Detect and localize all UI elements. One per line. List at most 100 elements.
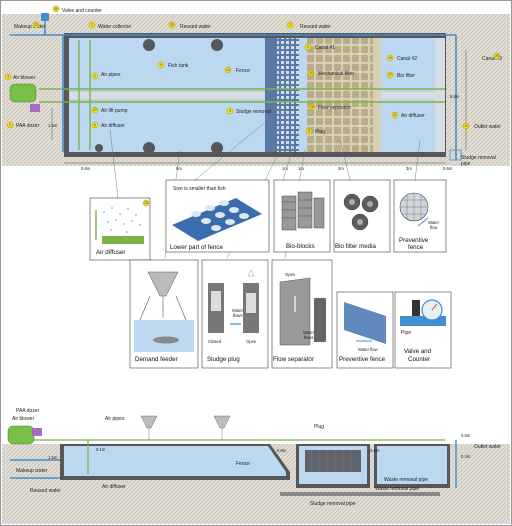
- callout-badge: 3: [226, 107, 234, 115]
- air-pipes: [39, 40, 445, 150]
- label-air-lift: Air lift pump: [101, 108, 128, 114]
- callout-badge: 14: [224, 66, 232, 74]
- label-water-collector: Water collector: [98, 24, 131, 30]
- svg-text:25: 25: [495, 54, 499, 58]
- caption-bio-media: Bio filter media: [335, 243, 376, 250]
- callout-badge: 9: [157, 61, 165, 69]
- callout-badge: 25: [493, 52, 501, 60]
- label-canal2: Canal #2: [397, 56, 417, 62]
- caption-preventive-fence: Preventive fence: [339, 356, 386, 363]
- dim-3m-a: 3m: [338, 166, 344, 171]
- caption-air-diffuser: Air diffuser: [96, 249, 125, 256]
- svg-text:11: 11: [393, 113, 397, 117]
- bottom-label-waste-pipe-b: Waste removal pipe: [375, 486, 419, 492]
- panel-preventive: Water flow Preventive fence: [393, 179, 447, 253]
- caption-valve-counter-2: Counter: [408, 356, 430, 363]
- svg-text:23: 23: [144, 201, 148, 205]
- bottom-label-sludge-pipe: Sludge removal pipe: [310, 501, 356, 507]
- callout-badge: 6: [91, 121, 99, 129]
- caption-fence-note: Size is smaller than fish: [173, 186, 226, 192]
- label-canal1: Canal #1: [315, 45, 335, 51]
- caption-bio-blocks: Bio-blocks: [286, 243, 315, 250]
- bottom-dim-0-6m-c: 0.6m: [461, 433, 471, 438]
- svg-text:2: 2: [289, 23, 291, 27]
- callout-badge: 22: [168, 21, 176, 29]
- panel-valve-counter: Pipe Valve and Counter: [394, 291, 452, 369]
- callout-badge: 2: [286, 21, 294, 29]
- top-plan-view: Valve and counter Makeup water Water col…: [2, 8, 510, 171]
- bottom-dim-0-6m-a: 0.6m: [277, 448, 287, 453]
- dim-9m: 9m: [176, 166, 182, 171]
- panel-demand-feeder: Demand feeder: [129, 259, 199, 369]
- svg-text:27: 27: [93, 108, 97, 112]
- bottom-side-view: PAA dozer Air blower Air pipes Makeup wa…: [2, 408, 510, 524]
- svg-text:17: 17: [388, 73, 392, 77]
- label-mech-filter: Mechanical filter: [318, 71, 354, 77]
- callout-badge: 22: [32, 21, 40, 29]
- callout-badge: 10: [307, 69, 315, 77]
- svg-text:5: 5: [9, 123, 11, 127]
- dim-3m-b: 3m: [406, 166, 412, 171]
- label-flow-separator: Flow separator: [318, 105, 351, 111]
- drain-circles: [95, 39, 223, 154]
- panel-sludge-plug: Water flows Closed Open Sludge plug: [201, 259, 269, 369]
- callout-badge: 17: [386, 71, 394, 79]
- svg-text:12: 12: [464, 124, 468, 128]
- bottom-label-fence: Fence: [236, 461, 250, 467]
- label-sludge-pipe-1: Sludge removal: [461, 155, 496, 161]
- bottom-label-air-diffuser: Air diffuser: [102, 484, 126, 490]
- svg-text:6: 6: [94, 123, 96, 127]
- label-water-flow-c: Water flow: [358, 347, 379, 352]
- svg-text:20: 20: [54, 7, 58, 11]
- callout-badge: 1: [88, 21, 96, 29]
- label-open-sep: Open: [285, 272, 296, 277]
- bottom-label-makeup-water: Makeup water: [16, 468, 48, 474]
- air-blower: [9, 83, 37, 103]
- dim-1m-b: 1m: [298, 166, 304, 171]
- svg-text:26: 26: [310, 105, 314, 109]
- svg-text:2: 2: [94, 74, 96, 78]
- label-closed: Closed: [208, 339, 222, 344]
- bottom-label-waste-pipe-a: Waste removal pipe: [384, 477, 428, 483]
- bottom-label-air-pipes: Air pipes: [105, 416, 125, 422]
- caption-valve-counter-1: Valve and: [404, 348, 432, 355]
- panel-flow-separator: Open Water flows Flow separator: [271, 259, 333, 369]
- callout-badge: 8: [305, 127, 313, 135]
- label-water-flows-3: Water: [303, 330, 315, 335]
- label-reused-water-a: Reused water: [180, 24, 211, 30]
- label-water-flows-4: flows: [304, 335, 314, 340]
- bottom-dim-0-1m: 0.1m: [96, 447, 106, 452]
- label-makeup-water: Makeup water: [14, 24, 46, 30]
- caption-preventive-2: fence: [408, 244, 424, 251]
- label-fish-tank: Fish tank: [168, 63, 189, 69]
- panel-air-diffuser: Air diffuser: [89, 197, 151, 261]
- svg-text:10: 10: [309, 71, 313, 75]
- label-pipe: Pipe: [401, 330, 411, 336]
- caption-preventive-1: Preventive: [399, 237, 429, 244]
- svg-text:4: 4: [7, 75, 9, 79]
- callout-badge: 3: [304, 43, 312, 51]
- label-plug: Plug: [315, 129, 325, 135]
- svg-text:9: 9: [160, 63, 162, 67]
- label-paa-dozer: PAA dozer: [16, 123, 40, 129]
- bottom-dim-1-5m: 1.5m: [48, 455, 58, 460]
- bio-filter: [381, 38, 435, 91]
- fish-tank-lower: [69, 100, 265, 152]
- dim-0-6m-b: 0.6m: [443, 166, 453, 171]
- label-outlet-water: Outlet water: [474, 124, 501, 130]
- svg-text:3: 3: [229, 109, 231, 113]
- panel-bio-blocks: Bio-blocks: [273, 179, 331, 253]
- svg-text:22: 22: [170, 23, 174, 27]
- mechanical-filter: [307, 38, 373, 152]
- label-air-pipes: Air pipes: [101, 72, 121, 78]
- panel-bio-media: Bio filter media: [333, 179, 391, 253]
- svg-text:8: 8: [308, 129, 310, 133]
- dim-1m-a: 1m: [282, 166, 288, 171]
- callout-badge: 2: [91, 72, 99, 80]
- bottom-label-air-blower: Air blower: [12, 416, 35, 422]
- callout-badge: 13: [386, 54, 394, 62]
- label-water-flows-1: Water: [232, 308, 244, 313]
